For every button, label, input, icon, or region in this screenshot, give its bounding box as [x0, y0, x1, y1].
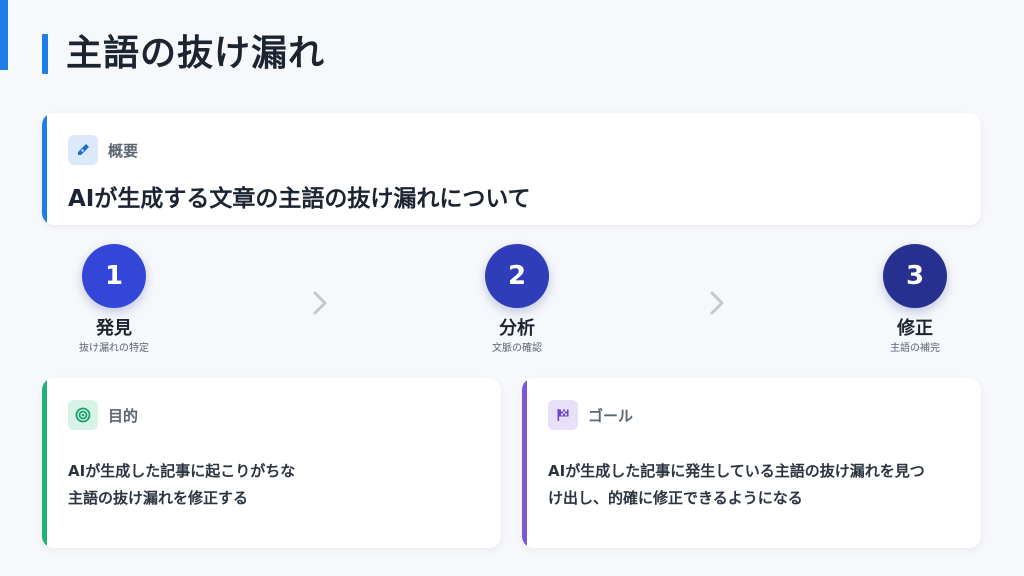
title-area: 主語の抜け漏れ — [42, 34, 325, 74]
step-2: 2 分析 文脈の確認 — [437, 244, 597, 356]
purpose-card: 目的 AIが生成した記事に起こりがちな 主語の抜け漏れを修正する — [42, 378, 501, 548]
step-title: 修正 — [897, 318, 933, 339]
overview-label: 概要 — [108, 141, 139, 160]
purpose-text: AIが生成した記事に起こりがちな 主語の抜け漏れを修正する — [68, 458, 481, 512]
goal-label: ゴール — [588, 406, 634, 425]
overview-header: 概要 — [68, 135, 138, 165]
page-title: 主語の抜け漏れ — [66, 33, 326, 74]
goal-card: ゴール AIが生成した記事に発生している主語の抜け漏れを見つ け出し、的確に修正… — [522, 378, 981, 548]
goal-text: AIが生成した記事に発生している主語の抜け漏れを見つ け出し、的確に修正できるよ… — [548, 458, 961, 512]
title-accent-mark — [42, 34, 48, 74]
step-number-badge: 2 — [485, 244, 549, 308]
goal-line: AIが生成した記事に発生している主語の抜け漏れを見つ — [548, 462, 925, 480]
chevron-right-icon — [313, 291, 327, 315]
goal-header: ゴール — [548, 400, 633, 430]
purpose-line: AIが生成した記事に起こりがちな — [68, 462, 296, 480]
step-title: 分析 — [499, 318, 535, 339]
flag-icon — [548, 400, 578, 430]
chevron-right-icon — [710, 291, 724, 315]
purpose-header: 目的 — [68, 400, 138, 430]
overview-card: 概要 AIが生成する文章の主語の抜け漏れについて — [42, 113, 981, 225]
step-subtitle: 主語の補完 — [890, 343, 940, 354]
purpose-label: 目的 — [108, 406, 139, 425]
step-title: 発見 — [96, 318, 132, 339]
purpose-line: 主語の抜け漏れを修正する — [68, 489, 249, 507]
step-number-badge: 1 — [82, 244, 146, 308]
step-1: 1 発見 抜け漏れの特定 — [34, 244, 194, 356]
step-3: 3 修正 主語の補完 — [835, 244, 995, 356]
corner-accent-bar — [0, 0, 8, 70]
pen-icon — [68, 135, 98, 165]
overview-text: AIが生成する文章の主語の抜け漏れについて — [68, 186, 531, 212]
goal-line: け出し、的確に修正できるようになる — [548, 489, 803, 507]
target-icon — [68, 400, 98, 430]
step-subtitle: 文脈の確認 — [492, 343, 542, 354]
step-subtitle: 抜け漏れの特定 — [79, 343, 149, 354]
step-number-badge: 3 — [883, 244, 947, 308]
